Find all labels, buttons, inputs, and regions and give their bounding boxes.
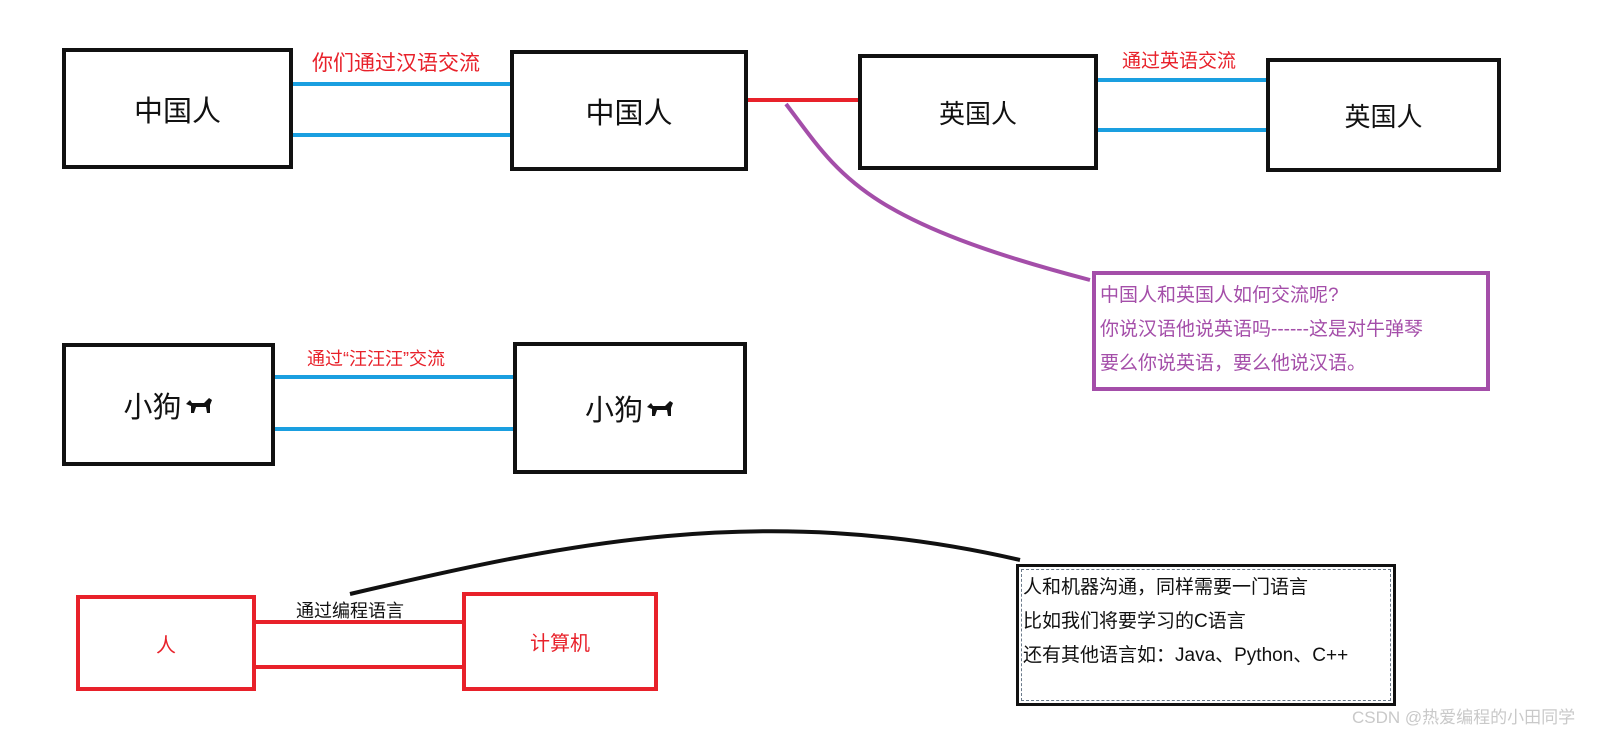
dog-label-1: 小狗	[123, 391, 182, 424]
machine-note: 人和机器沟通，同样需要一门语言 比如我们将要学习的C语言 还有其他语言如：Jav…	[1016, 564, 1396, 706]
csdn-watermark: CSDN @热爱编程的小田同学	[1352, 708, 1576, 727]
machine-note-line-1: 人和机器沟通，同样需要一门语言	[1023, 577, 1309, 598]
chinese-person-box-2: 中国人	[510, 50, 748, 171]
machine-note-line-3: 还有其他语言如：Java、Python、C++	[1023, 645, 1349, 666]
machine-note-line-2: 比如我们将要学习的C语言	[1023, 611, 1246, 632]
machine-pointer-curve	[349, 529, 1021, 596]
english-person-box-1: 英国人	[858, 54, 1098, 170]
question-note: 中国人和英国人如何交流呢? 你说汉语他说英语吗------这是对牛弹琴 要么你说…	[1092, 271, 1490, 391]
label-english-communication: 通过英语交流	[1122, 51, 1237, 72]
dog-label-2: 小狗	[584, 395, 643, 427]
label-chinese-communication: 你们通过汉语交流	[312, 52, 480, 75]
chinese-person-box-1: 中国人	[62, 48, 293, 169]
question-note-line-1: 中国人和英国人如何交流呢?	[1100, 285, 1339, 306]
dog-box-1: 小狗	[62, 343, 275, 466]
english-person-box-2: 英国人	[1266, 58, 1501, 172]
question-note-line-2: 你说汉语他说英语吗------这是对牛弹琴	[1100, 319, 1423, 340]
label-programming-language: 通过编程语言	[296, 601, 404, 621]
label-dog-communication: 通过“汪汪汪”交流	[307, 349, 445, 369]
dog-icon	[185, 397, 212, 413]
question-pointer-curve	[784, 102, 1091, 282]
dog-box-2: 小狗	[513, 342, 747, 474]
question-note-line-3: 要么你说英语，要么他说汉语。	[1100, 353, 1367, 374]
computer-box: 计算机	[462, 592, 658, 691]
dog-icon	[647, 401, 673, 416]
person-box: 人	[76, 595, 256, 691]
